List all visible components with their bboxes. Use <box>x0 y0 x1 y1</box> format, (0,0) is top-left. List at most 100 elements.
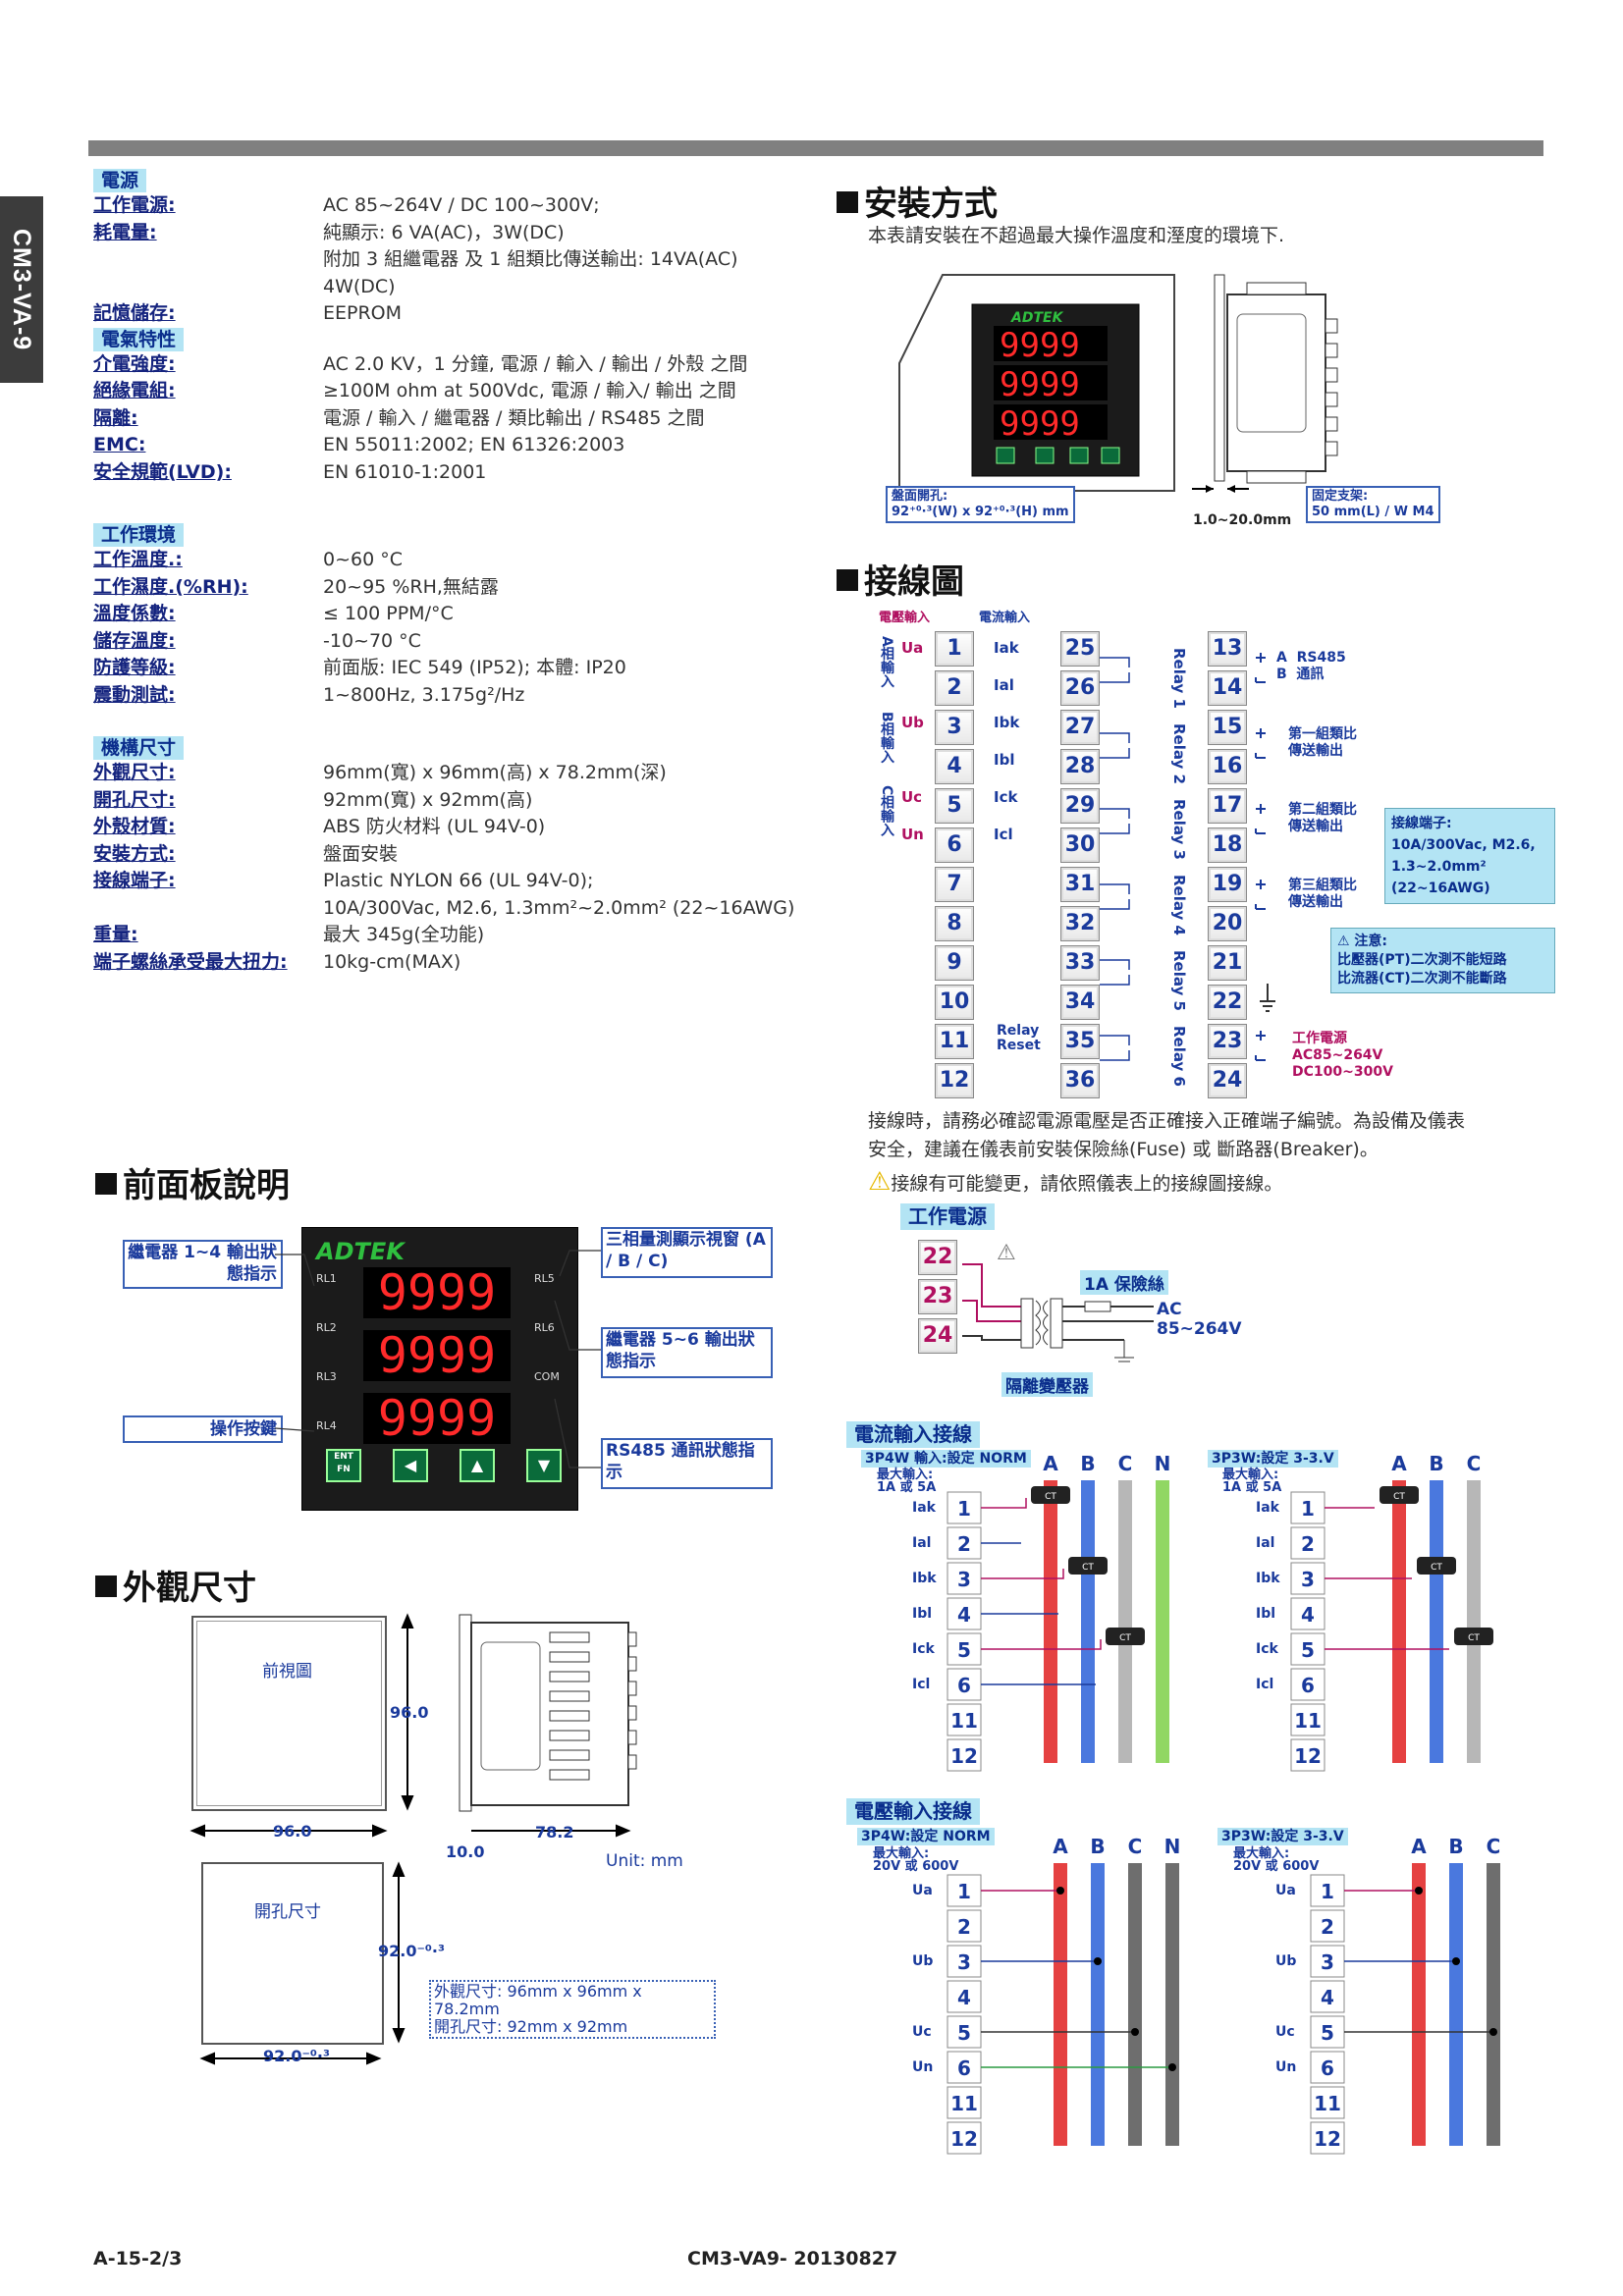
terminal-4: 4 <box>935 749 974 784</box>
terminal-box-1 <box>1290 1491 1325 1524</box>
terminal-number-3: 3 <box>957 1950 971 1974</box>
terminal-box-11 <box>947 1703 982 1736</box>
spec-label: EMC: <box>93 434 146 455</box>
phase-letter-A: A <box>1043 1453 1058 1475</box>
terminal-box-line: 接線端子: <box>1391 816 1452 831</box>
phase-letter-C: C <box>1128 1835 1143 1858</box>
digit-display: 9999 <box>363 1267 511 1318</box>
svg-text:9999: 9999 <box>1000 365 1080 404</box>
svg-text:9999: 9999 <box>1000 326 1080 365</box>
voltage-max-right: 最大輸入:20V 或 600V <box>1233 1846 1320 1874</box>
terminal-26: 26 <box>1060 670 1100 706</box>
panel-button[interactable]: ▲ <box>460 1449 495 1482</box>
phase-letter-B: B <box>1090 1835 1105 1858</box>
terminal-29: 29 <box>1060 788 1100 824</box>
terminal-number-3: 3 <box>957 1568 971 1591</box>
spec-row: 儲存溫度:-10~70 °C <box>93 628 820 656</box>
relay-contacts <box>1100 657 1130 1061</box>
panel-button[interactable]: ▼ <box>526 1449 562 1482</box>
mechanical-rows: 外觀尺寸:96mm(寬) x 96mm(高) x 78.2mm(深)開孔尺寸:9… <box>93 760 820 976</box>
spec-value: 96mm(寬) x 96mm(高) x 78.2mm(深) <box>323 762 667 783</box>
spec-label: 工作電源: <box>93 194 176 216</box>
terminal-label: Ick <box>1256 1641 1279 1657</box>
terminal-31: 31 <box>1060 867 1100 902</box>
terminal-box-1 <box>947 1874 982 1907</box>
terminal-number-6: 6 <box>1321 2056 1334 2080</box>
wiring-notes: 接線時，請務必確認電源電壓是否正確接入正確端子編號。為設備及儀表 安全，建議在儀… <box>868 1107 1555 1199</box>
phase-line-N <box>1165 1863 1179 2146</box>
voltage-max-left: 最大輸入:20V 或 600V <box>873 1846 959 1874</box>
terminal-box-1 <box>1310 1874 1345 1907</box>
spec-row: 端子螺絲承受最大扭力:10kg-cm(MAX) <box>93 949 820 977</box>
junction-dot <box>1415 1887 1423 1895</box>
terminal-box-2 <box>947 1909 982 1943</box>
relay56-callout: 繼電器 5~6 輸出狀態指示 <box>601 1327 773 1378</box>
terminal-label: Ibk <box>912 1571 937 1586</box>
spec-value: ≥100M ohm at 500Vdc, 電源 / 輸入/ 輸出 之間 <box>323 380 736 401</box>
spec-row: 安裝方式:盤面安裝 <box>93 841 820 869</box>
spec-label <box>93 274 323 301</box>
cutout-view: 開孔尺寸 <box>201 1862 384 2045</box>
terminal-22: 22 <box>1208 985 1247 1020</box>
terminal-7: 7 <box>935 867 974 902</box>
spec-row: 工作電源:AC 85~264V / DC 100~300V; <box>93 192 820 220</box>
terminal-27: 27 <box>1060 710 1100 745</box>
terminal-number-1: 1 <box>957 1880 971 1903</box>
panel-thickness: 1.0~20.0mm <box>1193 512 1292 528</box>
junction-dot <box>1452 1957 1460 1965</box>
terminal-13: 13 <box>1208 631 1247 667</box>
ct-box <box>1031 1486 1070 1504</box>
spec-row: 4W(DC) <box>93 274 820 301</box>
spec-label <box>93 246 323 274</box>
spec-label: 耗電量: <box>93 221 157 243</box>
terminal-32: 32 <box>1060 906 1100 941</box>
phase-line-C <box>1487 1863 1500 2146</box>
dimension-lines <box>189 1613 631 1838</box>
page-number: A-15-2/3 <box>93 2248 183 2269</box>
terminal-label: Ub <box>1275 1953 1296 1969</box>
terminal-number-5: 5 <box>1321 2021 1334 2045</box>
spec-value: Plastic NYLON 66 (UL 94V-0); <box>323 870 594 891</box>
digit-display: 9999 <box>363 1330 511 1381</box>
terminal-number-4: 4 <box>1321 1986 1334 2009</box>
terminal-label: Icl <box>912 1677 930 1692</box>
power-section: 電源 工作電源:AC 85~264V / DC 100~300V;耗電量:純顯示… <box>93 169 820 328</box>
cutout-dimension-lines <box>199 1861 406 2065</box>
spec-label: 介電強度: <box>93 352 176 375</box>
terminal-3: 3 <box>935 710 974 745</box>
terminal-number-5: 5 <box>957 1638 971 1662</box>
terminal-14: 14 <box>1208 670 1247 706</box>
phase-line-C <box>1467 1480 1481 1763</box>
panel-button[interactable]: ◀ <box>393 1449 428 1482</box>
spec-row: EMC:EN 55011:2002; EN 61326:2003 <box>93 432 820 459</box>
spec-label: 記憶儲存: <box>93 302 176 324</box>
ct-label: CT <box>1045 1492 1056 1502</box>
terminal-number-1: 1 <box>957 1497 971 1521</box>
bezel-dim: 10.0 <box>446 1842 485 1861</box>
terminal-label: Ibl <box>912 1606 932 1622</box>
keys-callout: 操作按鍵 <box>123 1415 283 1443</box>
phase-letter-N: N <box>1155 1453 1171 1475</box>
ct-label: CT <box>1468 1633 1480 1643</box>
terminal-label: Un <box>1275 2059 1296 2075</box>
terminal-number-6: 6 <box>957 1674 971 1697</box>
terminal-number-12: 12 <box>950 1744 978 1768</box>
analog2-label: 第二組類比傳送輸出 <box>1288 802 1357 834</box>
panel-button[interactable]: ENT FN <box>326 1449 361 1482</box>
terminal-box-2 <box>1310 1909 1345 1943</box>
spec-label: 溫度係數: <box>93 603 176 624</box>
phase-line-C <box>1118 1480 1132 1763</box>
spec-row: 防護等級:前面版: IEC 549 (IP52); 本體: IP20 <box>93 655 820 682</box>
spec-label: 震動測試: <box>93 683 176 706</box>
voltage-mode-right: 3P3W:設定 3-3.V <box>1217 1828 1348 1845</box>
terminal-number-11: 11 <box>1314 2092 1341 2115</box>
ct-label: CT <box>1393 1492 1405 1502</box>
ct-label: CT <box>1431 1563 1442 1573</box>
terminal-11: 11 <box>935 1024 974 1059</box>
terminal-label: Iak <box>1256 1500 1280 1516</box>
terminal-box-6 <box>1310 2051 1345 2084</box>
digit-display: 9999 <box>363 1393 511 1444</box>
